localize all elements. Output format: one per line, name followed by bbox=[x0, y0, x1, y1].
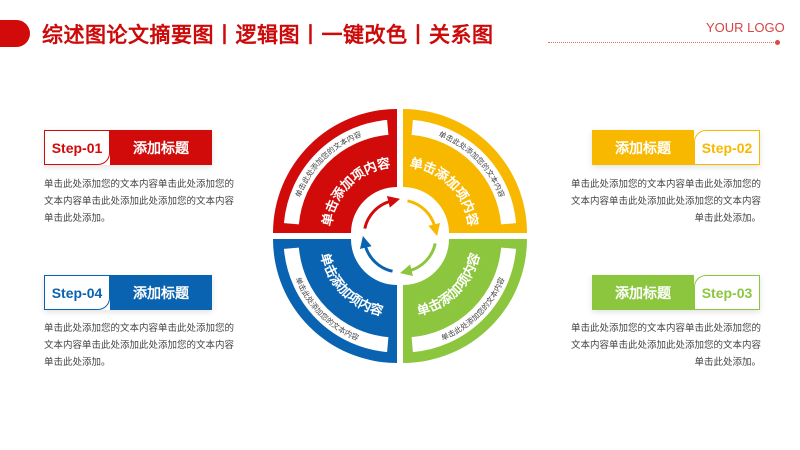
step-heading: 添加标题 bbox=[592, 130, 694, 165]
step-heading: 添加标题 bbox=[110, 130, 212, 165]
cycle-arrow-icon bbox=[363, 195, 401, 229]
cycle-arrow-icon bbox=[399, 243, 437, 277]
step-01-desc: 单击此处添加您的文本内容单击此处添加您的文本内容单击此处添加此处添加您的文本内容… bbox=[44, 179, 235, 224]
segment-band-yellow bbox=[411, 119, 517, 225]
segment-band-blue bbox=[283, 247, 389, 353]
header-divider-dot bbox=[775, 40, 780, 45]
header-divider bbox=[548, 42, 776, 43]
step-label: Step-04 bbox=[44, 275, 110, 310]
step-03-desc: 单击此处添加您的文本内容单击此处添加您的文本内容单击此处添加此处添加您的文本内容… bbox=[570, 323, 761, 368]
logo: YOUR LOGO bbox=[706, 20, 785, 35]
step-heading: 添加标题 bbox=[110, 275, 212, 310]
step-04-desc: 单击此处添加您的文本内容单击此处添加您的文本内容单击此处添加此处添加您的文本内容… bbox=[44, 323, 235, 368]
step-04-header: Step-04 添加标题 bbox=[44, 275, 212, 310]
step-01-header: Step-01 添加标题 bbox=[44, 130, 212, 165]
segment-band-red bbox=[283, 119, 389, 225]
step-heading: 添加标题 bbox=[592, 275, 694, 310]
segment-green bbox=[403, 239, 527, 363]
segment-band-green bbox=[411, 247, 517, 353]
step-label: Step-01 bbox=[44, 130, 110, 165]
segment-red bbox=[273, 109, 397, 233]
step-02-header: 添加标题 Step-02 bbox=[592, 130, 760, 165]
cycle-arrow-icon bbox=[407, 199, 441, 237]
step-03-header: 添加标题 Step-03 bbox=[592, 275, 760, 310]
step-label: Step-03 bbox=[694, 275, 760, 310]
step-02-desc: 单击此处添加您的文本内容单击此处添加您的文本内容单击此处添加此处添加您的文本内容… bbox=[570, 179, 761, 224]
page-title: 综述图论文摘要图丨逻辑图丨一键改色丨关系图 bbox=[42, 23, 494, 47]
step-label: Step-02 bbox=[694, 130, 760, 165]
segment-blue bbox=[273, 239, 397, 363]
cycle-arrow-icon bbox=[359, 235, 393, 273]
header-accent bbox=[0, 20, 30, 47]
segment-yellow bbox=[403, 109, 527, 233]
